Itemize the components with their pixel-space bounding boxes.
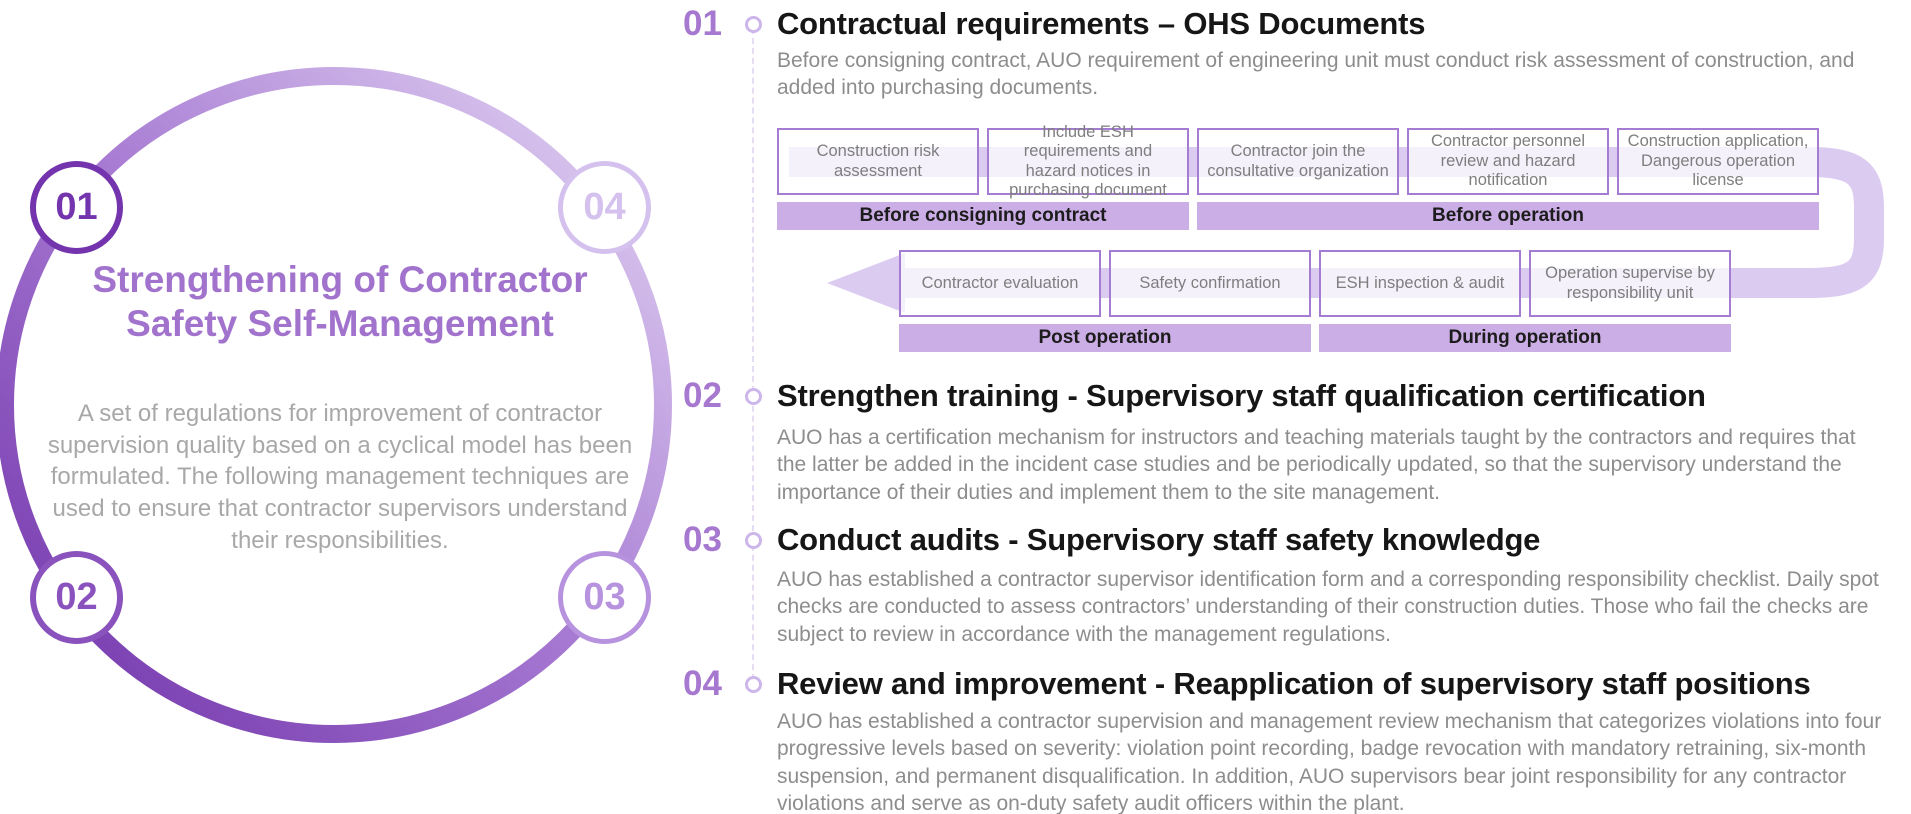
cycle-badge-04: 04 (558, 161, 651, 254)
cycle-badge-03-label: 03 (583, 576, 626, 618)
section-04-bullet-icon (745, 676, 762, 693)
section-01-body: Before consigning contract, AUO requirem… (777, 49, 1855, 100)
flow-phase-post-operation: Post operation (899, 324, 1311, 352)
section-04-title: Review and improvement - Reapplication o… (777, 666, 1811, 701)
flow-step-personnel-review: Contractor personnel review and hazard n… (1407, 128, 1609, 195)
cycle-badge-04-label: 04 (583, 186, 626, 228)
cycle-badge-01-label: 01 (55, 186, 98, 228)
flow-step-esh-requirements: Include ESH requirements and hazard noti… (987, 123, 1189, 199)
process-flow-diagram: Construction risk assessment Include ESH… (777, 122, 1907, 358)
flow-phase-during-operation: During operation (1319, 324, 1731, 352)
flow-step-safety-confirmation: Safety confirmation (1109, 250, 1311, 317)
section-02-bullet-icon (745, 388, 762, 405)
timeline-dotted-line (752, 28, 754, 690)
section-03-body: AUO has established a contractor supervi… (777, 568, 1879, 646)
flow-step-construction-risk: Construction risk assessment (777, 128, 979, 195)
cycle-ring-icon (0, 67, 672, 743)
flow-phase-before-consigning: Before consigning contract (777, 202, 1189, 230)
cycle-badge-03: 03 (558, 551, 651, 644)
flow-phase-before-operation: Before operation (1197, 202, 1819, 230)
cycle-title: Strengthening of Contractor Safety Self-… (92, 259, 588, 345)
section-02-title: Strengthen training - Supervisory staff … (777, 378, 1706, 413)
flow-step-construction-application: Construction application, Dangerous oper… (1617, 128, 1819, 195)
section-04-number: 04 (683, 664, 722, 703)
section-04-body: AUO has established a contractor supervi… (777, 710, 1882, 814)
flow-step-esh-inspection: ESH inspection & audit (1319, 250, 1521, 317)
cycle-badge-02: 02 (30, 551, 123, 644)
flow-step-consultative-organization: Contractor join the consultative organiz… (1197, 128, 1399, 195)
section-03-number: 03 (683, 520, 722, 559)
flow-step-operation-supervise: Operation supervise by responsibility un… (1529, 250, 1731, 317)
cycle-description: A set of regulations for improvement of … (47, 400, 633, 554)
section-02-number: 02 (683, 376, 722, 415)
section-03-bullet-icon (745, 532, 762, 549)
section-01-bullet-icon (745, 16, 762, 33)
cycle-badge-01: 01 (30, 161, 123, 254)
cycle-badge-02-label: 02 (55, 576, 98, 618)
flow-cycle-arrow-icon (789, 147, 1884, 313)
section-01-title: Contractual requirements – OHS Documents (777, 6, 1426, 41)
section-02-body: AUO has a certification mechanism for in… (777, 426, 1856, 504)
section-03-title: Conduct audits - Supervisory staff safet… (777, 522, 1541, 557)
section-01-number: 01 (683, 4, 722, 43)
flow-step-contractor-evaluation: Contractor evaluation (899, 250, 1101, 317)
